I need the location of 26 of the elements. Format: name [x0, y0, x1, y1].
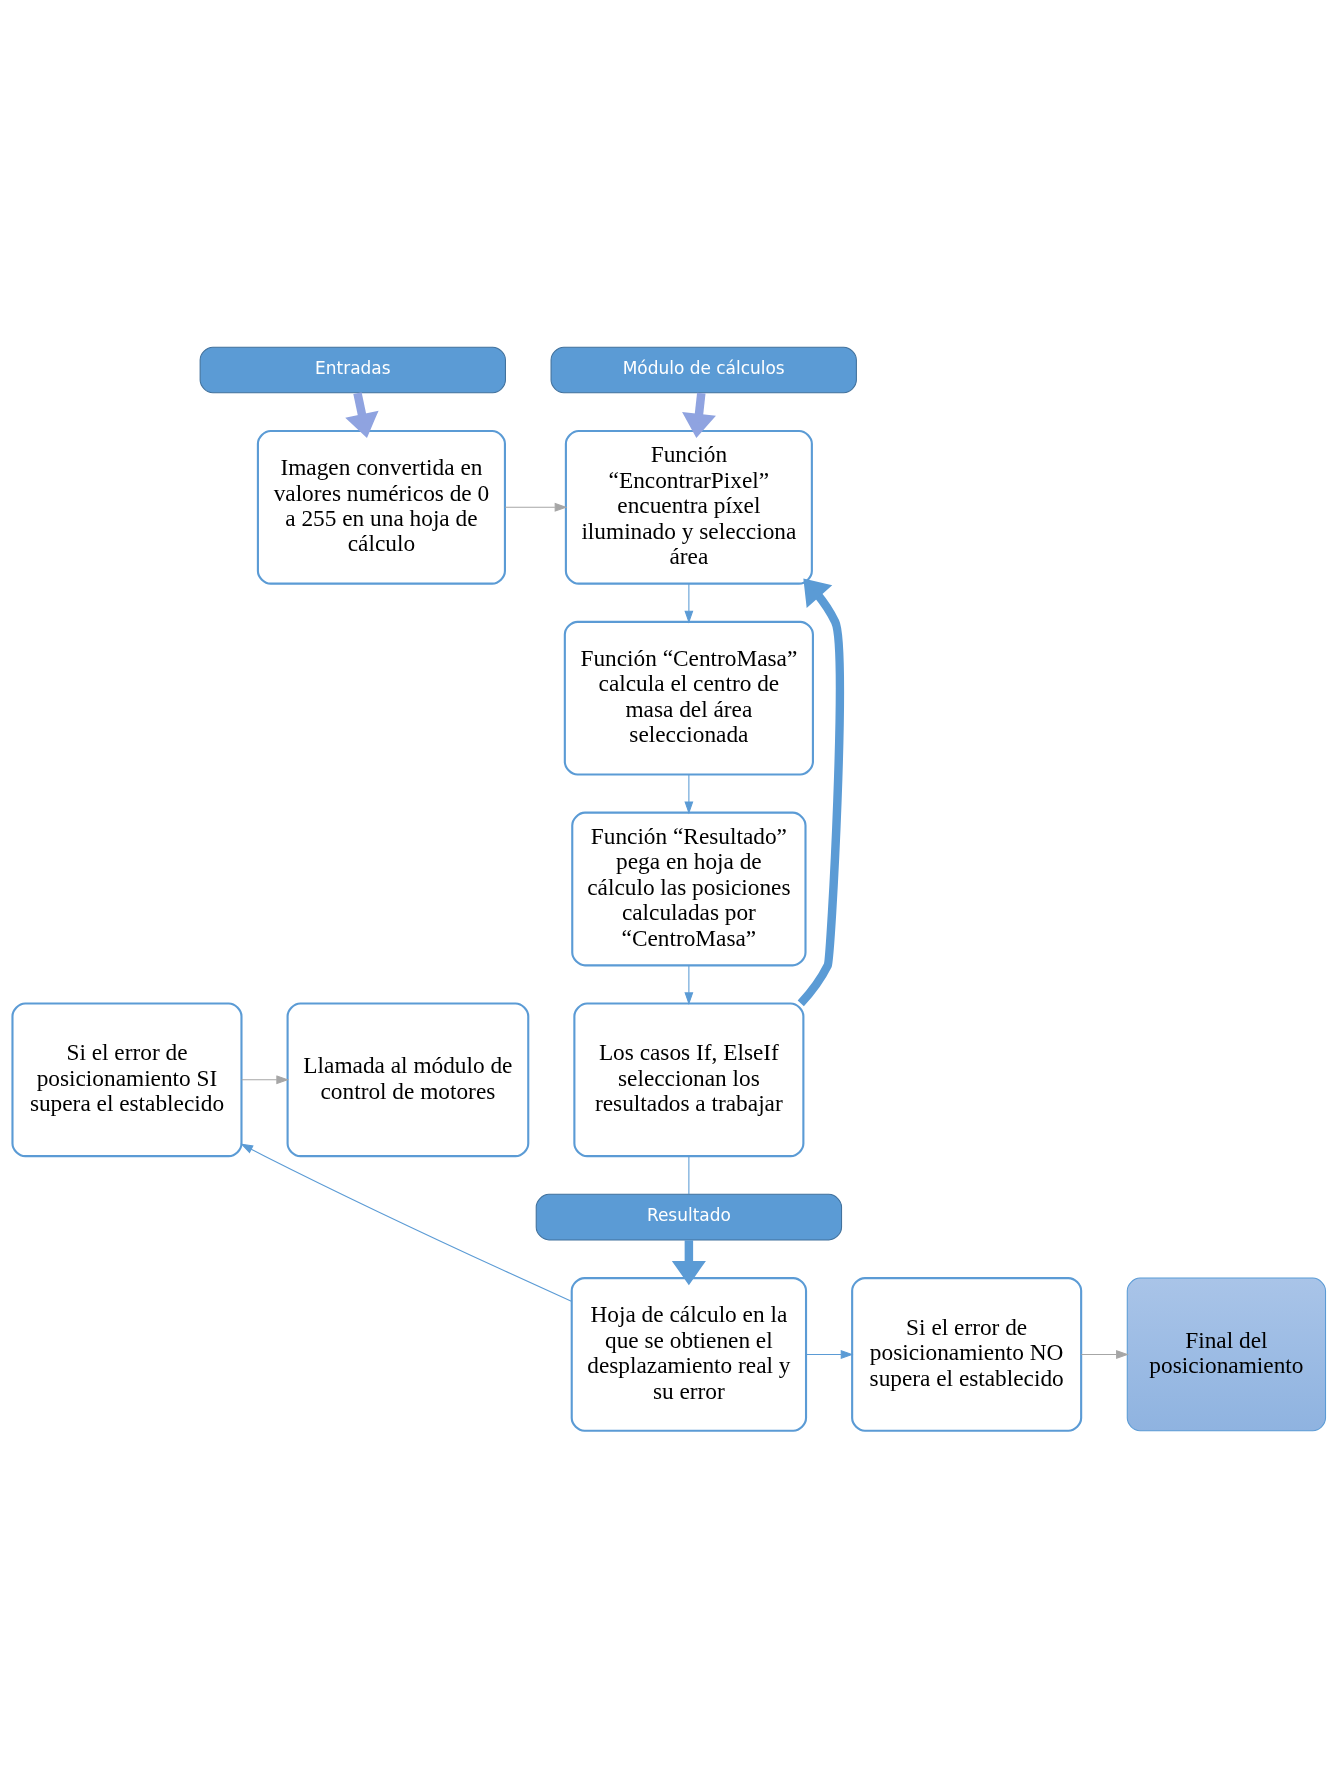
node-box: Entradas	[199, 346, 506, 394]
node-box: Módulo de cálculos	[550, 346, 857, 394]
node-box: Final del posicionamiento	[1126, 1277, 1327, 1432]
arrow	[684, 964, 694, 1006]
node-box: Resultado	[535, 1193, 843, 1241]
arrow	[671, 1240, 706, 1286]
arrow	[1080, 1349, 1129, 1359]
arrow	[240, 1143, 572, 1302]
node-box: Función “EncontrarPixel” encuentra píxel iluminado y selecciona área	[564, 429, 813, 585]
node-box: Si el error de posicionamiento NO supera el establecido	[851, 1277, 1083, 1432]
node-box: Imagen convertida en valores numéricos de 0 a 255 en una hoja de cálculo	[256, 429, 506, 585]
arrow	[345, 392, 379, 438]
arrow	[797, 578, 844, 1007]
node-box: Si el error de posicionamiento SI supera el establecido	[11, 1002, 243, 1158]
node-box: Hoja de cálculo en la que se obtienen el desplazamiento real y su error	[570, 1277, 808, 1432]
arrow	[684, 583, 694, 624]
arrow	[241, 1075, 290, 1085]
node-box: Función “CentroMasa” calcula el centro de masa del área seleccionada	[563, 620, 814, 776]
arrow	[684, 774, 694, 815]
arrow	[805, 1349, 854, 1359]
node-box: Los casos If, ElseIf seleccionan los resultados a trabajar	[573, 1002, 805, 1158]
node-box: Función “Resultado” pega en hoja de cálculo las posiciones calculadas por “CentroMasa”	[571, 811, 807, 967]
arrow	[504, 502, 568, 512]
connector	[688, 1155, 690, 1195]
node-box: Llamada al módulo de control de motores	[286, 1002, 530, 1158]
arrow	[682, 392, 716, 439]
